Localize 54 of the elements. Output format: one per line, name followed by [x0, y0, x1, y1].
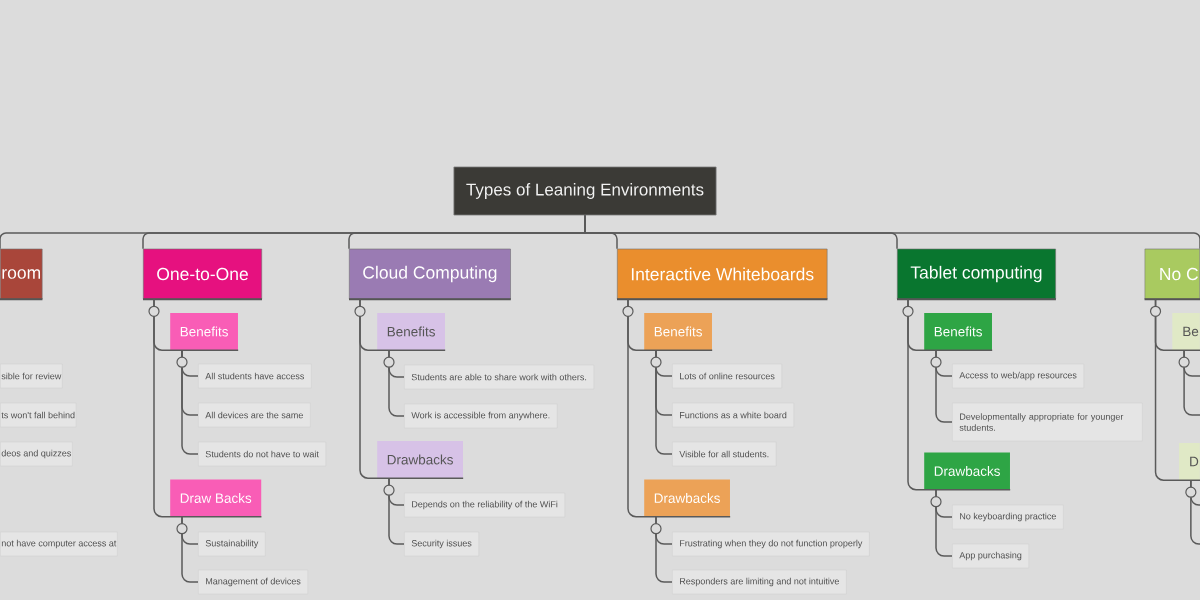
subtopic-box: Benefits: [924, 313, 992, 350]
item-box: Functions as a white board: [672, 402, 795, 428]
branch-line: [1190, 479, 1200, 545]
branch-line: [388, 477, 405, 545]
subtopic-box: Drawbacks: [644, 479, 730, 517]
item-box: Developmentally appropriate for younger students.: [952, 402, 1143, 442]
branch-line: [153, 298, 263, 518]
item-box: All devices are the same: [198, 402, 311, 428]
item-box: Work is accessible from anywhere.: [404, 403, 558, 429]
subtopic-box: D: [1179, 443, 1200, 480]
subtopic-box: Be: [1172, 313, 1200, 350]
branch-line: [359, 298, 464, 479]
main-topic-box: One-to-One: [142, 248, 263, 301]
subtopic-box: Benefits: [644, 313, 712, 350]
branch-line: [907, 298, 1011, 491]
main-topic-box: No C: [1143, 248, 1200, 301]
branch-line: [655, 515, 673, 583]
branch-line: [935, 488, 953, 557]
item-box: Access to web/app resources: [952, 363, 1085, 389]
branch-line: [627, 298, 731, 518]
item-box: deos and quizzes: [0, 441, 73, 467]
branch-line: [388, 349, 405, 417]
item-box: Responders are limiting and not intuitive: [672, 569, 847, 595]
item-box: Lots of online resources: [672, 363, 783, 389]
item-box: Students do not have to wait: [198, 441, 327, 467]
item-box: Sustainability: [198, 531, 266, 557]
item-box: Security issues: [404, 531, 480, 557]
subtopic-box: Benefits: [377, 313, 445, 350]
main-topic-box: Cloud Computing: [348, 248, 512, 301]
item-box: Visible for all students.: [672, 441, 777, 467]
branch-line: [935, 349, 953, 423]
item-box: App purchasing: [952, 543, 1030, 569]
main-topic-box: room: [0, 248, 44, 301]
subtopic-box: Drawbacks: [924, 452, 1010, 490]
item-box: Students are able to share work with others.: [404, 364, 595, 390]
branch-line: [1183, 349, 1200, 416]
subtopic-box: Draw Backs: [170, 479, 262, 517]
subtopic-box: Benefits: [170, 313, 238, 350]
item-box: sible for review: [0, 363, 63, 389]
subtopic-box: Drawbacks: [377, 441, 463, 478]
item-box: ts won't fall behind: [0, 402, 77, 428]
item-box: All students have access: [198, 363, 312, 389]
item-box: No keyboarding practice: [952, 504, 1064, 530]
item-box: Depends on the reliability of the WiFi: [404, 492, 566, 518]
central-topic-box: Types of Leaning Environments: [453, 166, 717, 216]
item-box: Management of devices: [198, 569, 309, 595]
item-box: not have computer access at: [0, 531, 118, 557]
item-box: Frustrating when they do not function properly: [672, 531, 870, 557]
main-topic-box: Interactive Whiteboards: [616, 248, 829, 301]
branch-line: [1154, 298, 1200, 481]
branch-line: [181, 349, 199, 455]
branch-line: [181, 515, 199, 583]
branch-line: [655, 349, 673, 455]
main-topic-box: Tablet computing: [896, 248, 1057, 301]
